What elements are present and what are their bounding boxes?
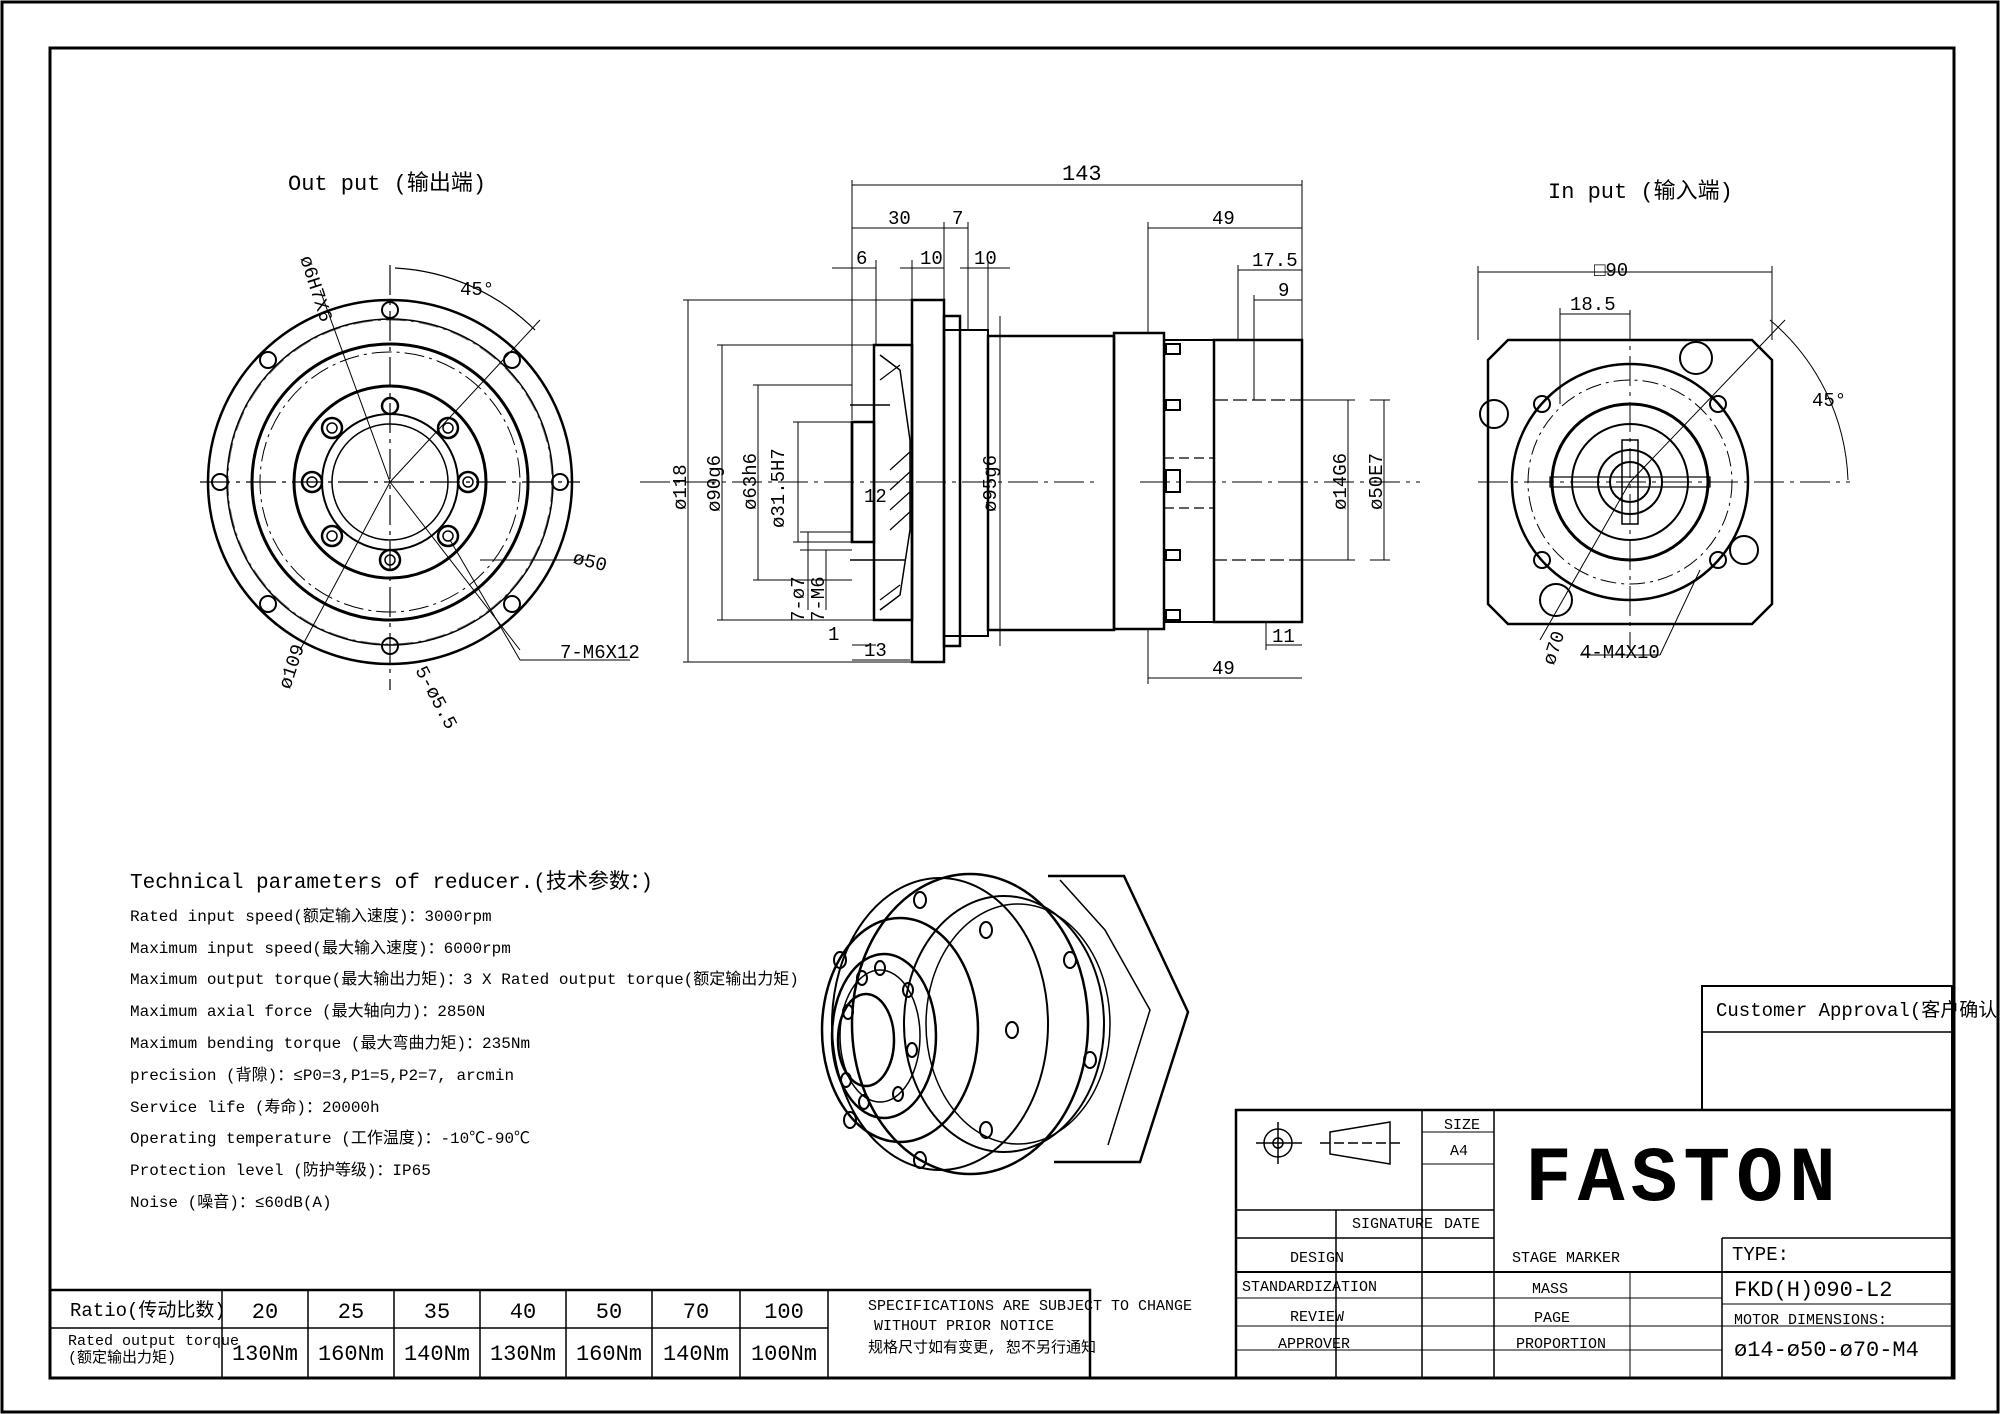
dim-10a: 10: [920, 248, 943, 270]
input-threads: 4-M4X10: [1580, 642, 1660, 664]
size-value: A4: [1450, 1143, 1468, 1160]
output-outer-diameter: ø109: [275, 642, 310, 692]
output-threads: 7-M6X12: [560, 642, 640, 664]
dim-17-5: 17.5: [1252, 250, 1298, 272]
design-label: DESIGN: [1290, 1250, 1344, 1267]
tech-line: Noise (噪音)：≤60dB(A): [130, 1193, 332, 1212]
dim-49-bottom: 49: [1212, 658, 1235, 680]
title-block: Customer Approval(客户确认) SIZE A4 SIGNATUR…: [1234, 985, 2000, 1380]
review-label: REVIEW: [1290, 1309, 1344, 1326]
output-view-title: Out put (输出端): [288, 171, 486, 197]
torque-cell: 160Nm: [576, 1342, 642, 1367]
dim-90g6: ø90g6: [704, 455, 726, 512]
spec-note-3: 规格尺寸如有变更, 恕不另行通知: [868, 1339, 1096, 1357]
tech-line: Protection level (防护等级)：IP65: [130, 1162, 431, 1181]
dim-30: 30: [888, 208, 911, 230]
ratio-table: Ratio(传动比数) Rated output torque (额定输出力矩)…: [48, 1288, 1192, 1380]
proportion-label: PROPORTION: [1516, 1336, 1606, 1353]
dim-63h6: ø63h6: [740, 453, 762, 510]
input-square: □90: [1594, 260, 1628, 282]
dim-9: 9: [1278, 280, 1289, 302]
dim-50e7: ø50E7: [1366, 453, 1388, 510]
tech-line: Maximum output torque(最大输出力矩)：3 X Rated …: [130, 971, 799, 990]
customer-approval: Customer Approval(客户确认): [1716, 999, 2000, 1022]
isometric-view: [820, 872, 1190, 1176]
torque-cell: 140Nm: [663, 1342, 729, 1367]
dim-118: ø118: [670, 464, 692, 510]
input-angle: 45°: [1812, 390, 1846, 412]
dim-13: 13: [864, 640, 887, 662]
ratio-cell: 40: [510, 1300, 536, 1325]
ratio-cell: 50: [596, 1300, 622, 1325]
torque-cell: 130Nm: [232, 1342, 298, 1367]
spec-note-1: SPECIFICATIONS ARE SUBJECT TO CHANGE: [868, 1298, 1192, 1315]
size-label: SIZE: [1444, 1117, 1480, 1134]
type-label: TYPE:: [1732, 1244, 1789, 1266]
motor-dimensions-label: MOTOR DIMENSIONS:: [1734, 1312, 1887, 1329]
dim-6: 6: [856, 248, 867, 270]
ratio-row-label: Ratio(传动比数): [70, 1299, 226, 1322]
input-view: In put (输入端) □90 18.5 45°: [1477, 179, 1850, 668]
dim-7: 7: [952, 208, 963, 230]
ratio-cell: 25: [338, 1300, 364, 1325]
dim-49-top: 49: [1212, 208, 1235, 230]
standardization-label: STANDARDIZATION: [1242, 1279, 1377, 1296]
tech-line: Operating temperature (工作温度)：-10℃-90℃: [130, 1130, 531, 1149]
torque-cell: 160Nm: [318, 1342, 384, 1367]
motor-dimensions-value: ø14-ø50-ø70-M4: [1734, 1338, 1919, 1363]
torque-cell: 100Nm: [751, 1342, 817, 1367]
tech-heading: Technical parameters of reducer.(技术参数：): [130, 872, 653, 895]
date-label: DATE: [1444, 1216, 1480, 1233]
dim-11: 11: [1272, 626, 1295, 648]
type-value: FKD(H)090-L2: [1734, 1278, 1892, 1303]
technical-parameters: Technical parameters of reducer.(技术参数：) …: [130, 868, 850, 1220]
output-view: Out put (输出端): [200, 171, 640, 733]
signature-label: SIGNATURE: [1352, 1216, 1433, 1233]
torque-row-label-2: (额定输出力矩): [68, 1349, 176, 1367]
tech-line: Maximum input speed(最大输入速度)：6000rpm: [130, 939, 511, 958]
tech-line: precision (背隙)：≤P0=3,P1=5,P2=7, arcmin: [130, 1066, 515, 1085]
spec-note-2: WITHOUT PRIOR NOTICE: [874, 1318, 1054, 1335]
ratio-cell: 35: [424, 1300, 450, 1325]
dim-12: 12: [864, 486, 887, 508]
side-view: 143 30 7 6 10 10 49 17.5 9 ø118 ø90g6 ø6…: [640, 162, 1420, 684]
output-holes: 5-ø5.5: [410, 662, 462, 733]
projection-symbol-icon: [1256, 1121, 1400, 1165]
stage-marker-label: STAGE MARKER: [1512, 1250, 1620, 1267]
brand-logo: FASTON: [1525, 1136, 1842, 1224]
tech-line: Maximum bending torque (最大弯曲力矩)：235Nm: [130, 1034, 531, 1053]
dim-overall: 143: [1062, 162, 1102, 187]
torque-cell: 130Nm: [490, 1342, 556, 1367]
output-bolt-circle: ø50: [571, 547, 610, 577]
output-pilot: ø6H7X6: [294, 253, 336, 325]
dim-31-5: ø31.5H7: [768, 448, 790, 528]
dim-95g6: ø95g6: [980, 455, 1002, 512]
output-angle: 45°: [460, 279, 494, 301]
dim-7-o7: 7-ø7: [788, 576, 810, 622]
torque-row-label-1: Rated output torque: [68, 1333, 239, 1350]
input-offset: 18.5: [1570, 294, 1616, 316]
input-view-title: In put (输入端): [1548, 179, 1733, 205]
ratio-cell: 100: [764, 1300, 804, 1325]
torque-cell: 140Nm: [404, 1342, 470, 1367]
dim-10b: 10: [974, 248, 997, 270]
dim-14g6: ø14G6: [1330, 453, 1352, 510]
page-label: PAGE: [1534, 1310, 1570, 1327]
dim-7-m6: 7-M6: [808, 576, 830, 622]
dim-1: 1: [828, 624, 839, 646]
tech-line: Maximum axial force (最大轴向力)：2850N: [130, 1003, 486, 1022]
tech-line: Service life (寿命)：20000h: [130, 1098, 380, 1117]
approver-label: APPROVER: [1278, 1336, 1350, 1353]
ratio-cell: 70: [683, 1300, 709, 1325]
mass-label: MASS: [1532, 1281, 1568, 1298]
tech-line: Rated input speed(额定输入速度)：3000rpm: [130, 907, 492, 926]
ratio-cell: 20: [252, 1300, 278, 1325]
